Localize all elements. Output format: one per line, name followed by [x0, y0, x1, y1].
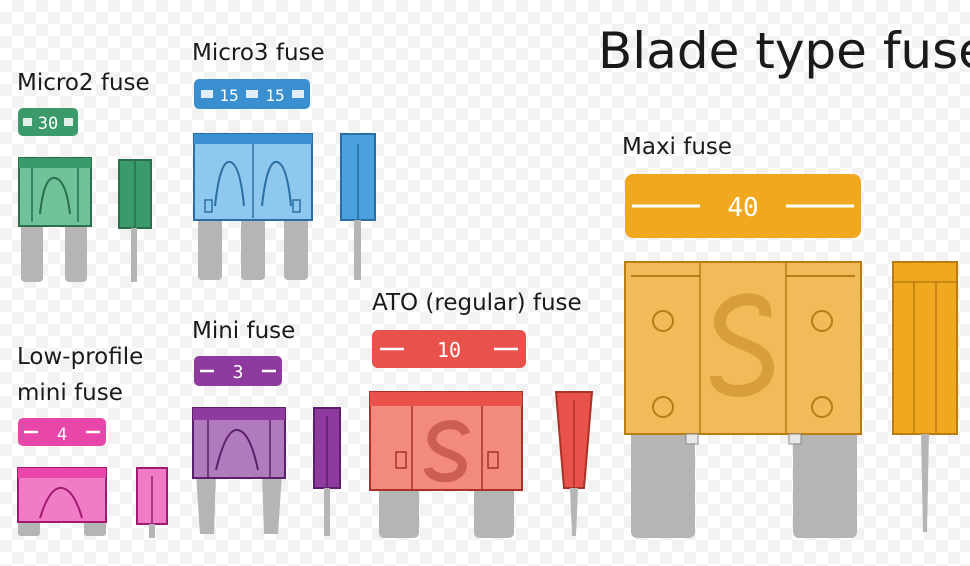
page-title: Blade type fuses [598, 22, 970, 80]
micro3-rating-a: 15 [219, 86, 238, 105]
micro3-side-view [340, 133, 376, 280]
micro2-side-view [118, 159, 152, 282]
micro3-label: Micro3 fuse [192, 40, 325, 66]
micro2-label: Micro2 fuse [17, 70, 150, 96]
micro2-top-view: 30 [18, 108, 78, 136]
mini-rating: 3 [233, 362, 244, 383]
ato-side-view [554, 391, 594, 536]
lowprofile-label-line1: Low-profile [17, 344, 144, 370]
lowprofile-label-line2: mini fuse [17, 380, 123, 406]
lowprofile-top-view: 4 [18, 418, 106, 446]
micro2-rating: 30 [38, 114, 58, 134]
maxi-rating: 40 [727, 193, 758, 223]
micro2-front-view [18, 157, 92, 282]
ato-fuse: 10 [369, 330, 594, 538]
mini-side-view [313, 407, 341, 536]
micro3-top-view: 15 15 [194, 79, 310, 109]
maxi-top-view: 40 [625, 174, 861, 238]
lowprofile-side-view [136, 467, 168, 538]
ato-rating: 10 [437, 338, 461, 362]
maxi-fuse: 40 [624, 174, 958, 538]
lowprofile-fuse: 4 [17, 418, 168, 538]
micro3-fuse: 15 15 [193, 79, 376, 280]
lowprofile-rating: 4 [57, 425, 67, 445]
micro3-rating-b: 15 [265, 86, 284, 105]
mini-fuse: 3 [192, 356, 341, 536]
ato-label: ATO (regular) fuse [372, 290, 582, 316]
micro3-front-view [193, 133, 313, 280]
mini-front-view [192, 407, 286, 534]
mini-label: Mini fuse [192, 318, 296, 344]
micro2-fuse: 30 [18, 108, 152, 282]
maxi-label: Maxi fuse [622, 134, 733, 160]
ato-front-view [369, 391, 523, 538]
maxi-front-view [624, 261, 862, 538]
ato-top-view: 10 [372, 330, 526, 368]
lowprofile-front-view [17, 467, 107, 536]
maxi-side-view [892, 261, 958, 532]
mini-top-view: 3 [194, 356, 282, 386]
